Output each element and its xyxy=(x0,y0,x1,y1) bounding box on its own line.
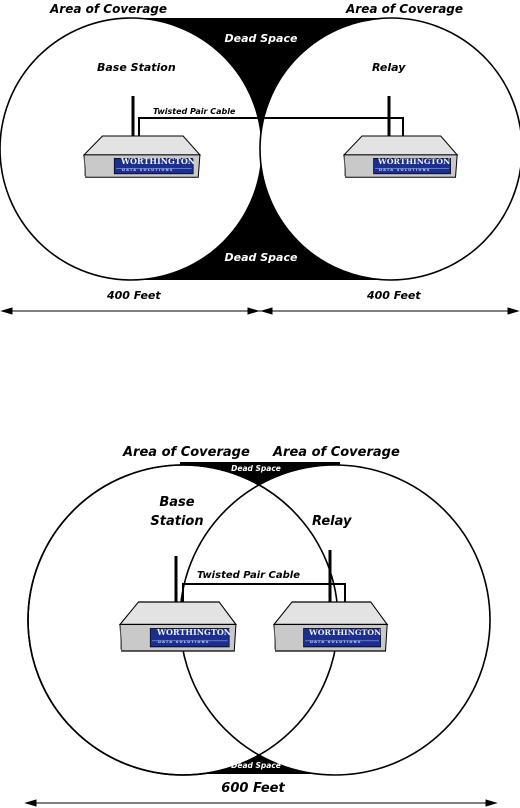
top-dead-space-label-bottom: Dead Space xyxy=(225,251,298,264)
top-base-station-label: Base Station xyxy=(97,61,176,74)
bottom-coverage-label-right: Area of Coverage xyxy=(272,445,400,460)
top-relay-device: WORTHINGTON DATA SOLUTIONS xyxy=(343,96,458,178)
bottom-twisted-pair-cable xyxy=(182,583,346,604)
top-diagram: Area of Coverage Area of Coverage Dead S… xyxy=(0,2,520,315)
top-coverage-label-right: Area of Coverage xyxy=(345,2,463,16)
top-coverage-label-left: Area of Coverage xyxy=(49,2,167,16)
top-relay-label: Relay xyxy=(372,61,406,74)
bottom-cable-label: Twisted Pair Cable xyxy=(197,570,300,581)
bottom-distance-label: 600 Feet xyxy=(221,781,285,796)
top-distance-label-right: 400 Feet xyxy=(366,289,421,302)
top-distance-arrows xyxy=(0,307,520,315)
top-base-station-device: WORTHINGTON DATA SOLUTIONS xyxy=(83,96,201,178)
top-base-station-brand: WORTHINGTON xyxy=(120,156,195,166)
bottom-relay-brand-sub: DATA SOLUTIONS xyxy=(310,640,362,644)
top-twisted-pair-cable xyxy=(138,117,404,138)
bottom-base-station-brand: WORTHINGTON xyxy=(156,627,231,637)
bottom-dead-space-label-bottom: Dead Space xyxy=(231,761,281,770)
bottom-base-station-device: WORTHINGTON DATA SOLUTIONS xyxy=(119,556,237,652)
top-relay-brand: WORTHINGTON xyxy=(377,157,450,166)
top-base-station-brand-sub: DATA SOLUTIONS xyxy=(122,168,174,172)
bottom-relay-brand: WORTHINGTON xyxy=(308,628,381,637)
bottom-base-station-label-line2: Station xyxy=(150,514,203,529)
bottom-distance-arrow xyxy=(24,799,498,807)
bottom-dead-space-label-top: Dead Space xyxy=(231,464,281,473)
bottom-diagram: Area of Coverage Area of Coverage Dead S… xyxy=(24,445,498,807)
bottom-coverage-label-left: Area of Coverage xyxy=(122,445,250,460)
bottom-base-station-brand-sub: DATA SOLUTIONS xyxy=(158,640,210,644)
top-distance-label-left: 400 Feet xyxy=(106,289,161,302)
bottom-base-station-label-line1: Base xyxy=(159,495,194,510)
top-relay-brand-sub: DATA SOLUTIONS xyxy=(379,168,431,172)
bottom-relay-device: WORTHINGTON DATA SOLUTIONS xyxy=(273,550,388,652)
top-dead-space-label-top: Dead Space xyxy=(225,32,298,45)
bottom-relay-label: Relay xyxy=(312,514,352,529)
top-cable-label: Twisted Pair Cable xyxy=(153,107,236,116)
